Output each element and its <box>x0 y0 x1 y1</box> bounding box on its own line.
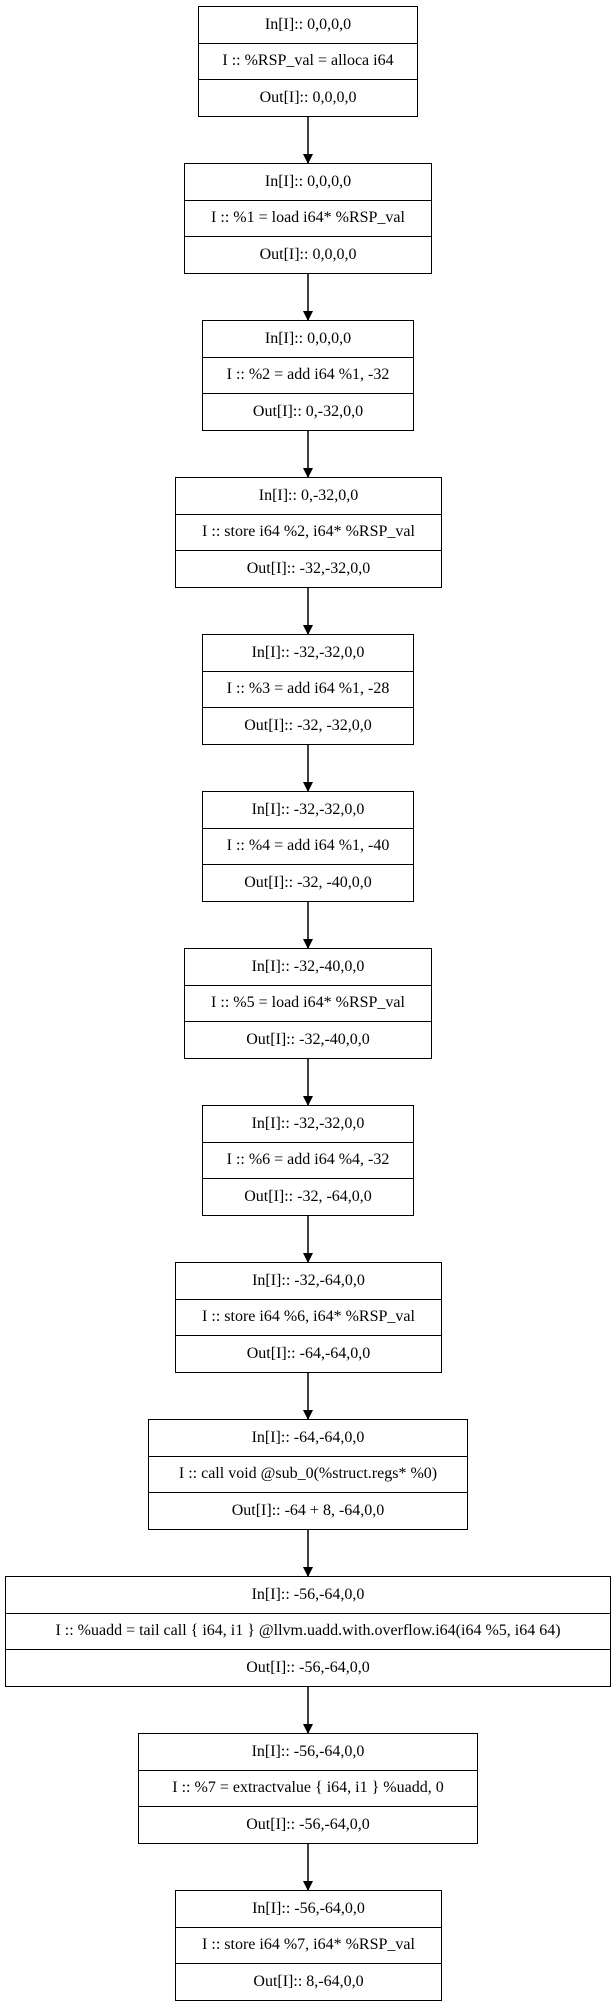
node-instruction: I :: store i64 %6, i64* %RSP_val <box>176 1298 441 1336</box>
node-12: In[I]:: -56,-64,0,0 I :: %7 = extractval… <box>138 1733 478 1844</box>
node-out-state: Out[I]:: 8,-64,0,0 <box>176 1963 441 2000</box>
node-8: In[I]:: -32,-32,0,0 I :: %6 = add i64 %4… <box>202 1105 414 1216</box>
node-instruction: I :: %uadd = tail call { i64, i1 } @llvm… <box>6 1612 610 1650</box>
node-in-state: In[I]:: -64,-64,0,0 <box>251 1428 365 1446</box>
node-11: In[I]:: -56,-64,0,0 I :: %uadd = tail ca… <box>5 1576 611 1687</box>
node-in-state: In[I]:: -32,-32,0,0 <box>251 1114 365 1132</box>
node-out-state: Out[I]:: -32, -64,0,0 <box>203 1178 413 1215</box>
node-in-state: In[I]:: 0,-32,0,0 <box>258 486 359 504</box>
node-1: In[I]:: 0,0,0,0 I :: %RSP_val = alloca i… <box>198 6 418 117</box>
node-in-state: In[I]:: -32,-40,0,0 <box>251 957 365 975</box>
node-instruction: I :: %2 = add i64 %1, -32 <box>203 356 413 394</box>
node-out-state: Out[I]:: 0,-32,0,0 <box>203 393 413 430</box>
node-in-state: In[I]:: -32,-32,0,0 <box>251 800 365 818</box>
node-instruction: I :: %6 = add i64 %4, -32 <box>203 1141 413 1179</box>
node-instruction: I :: %5 = load i64* %RSP_val <box>185 984 431 1022</box>
node-out-state: Out[I]:: -32, -32,0,0 <box>203 707 413 744</box>
node-9: In[I]:: -32,-64,0,0 I :: store i64 %6, i… <box>175 1262 442 1373</box>
node-in-state: In[I]:: -56,-64,0,0 <box>252 1899 365 1917</box>
node-in-state: In[I]:: 0,0,0,0 <box>264 15 352 33</box>
node-instruction: I :: %1 = load i64* %RSP_val <box>185 199 431 237</box>
node-2: In[I]:: 0,0,0,0 I :: %1 = load i64* %RSP… <box>184 163 432 274</box>
node-in-state: In[I]:: 0,0,0,0 <box>264 172 352 190</box>
node-instruction: I :: %3 = add i64 %1, -28 <box>203 670 413 708</box>
node-instruction: I :: call void @sub_0(%struct.regs* %0) <box>149 1455 467 1493</box>
node-7: In[I]:: -32,-40,0,0 I :: %5 = load i64* … <box>184 948 432 1059</box>
node-in-state: In[I]:: -32,-32,0,0 <box>251 643 365 661</box>
node-5: In[I]:: -32,-32,0,0 I :: %3 = add i64 %1… <box>202 634 414 745</box>
node-out-state: Out[I]:: -56,-64,0,0 <box>139 1806 477 1843</box>
node-out-state: Out[I]:: 0,0,0,0 <box>185 236 431 273</box>
node-in-state: In[I]:: -32,-64,0,0 <box>252 1271 365 1289</box>
node-out-state: Out[I]:: 0,0,0,0 <box>199 79 417 116</box>
node-4: In[I]:: 0,-32,0,0 I :: store i64 %2, i64… <box>175 477 442 588</box>
node-out-state: Out[I]:: -32,-40,0,0 <box>185 1021 431 1058</box>
node-in-state: In[I]:: -56,-64,0,0 <box>251 1585 365 1603</box>
node-instruction: I :: %7 = extractvalue { i64, i1 } %uadd… <box>139 1769 477 1807</box>
node-out-state: Out[I]:: -32, -40,0,0 <box>203 864 413 901</box>
node-instruction: I :: %RSP_val = alloca i64 <box>199 42 417 80</box>
node-out-state: Out[I]:: -64,-64,0,0 <box>176 1335 441 1372</box>
node-out-state: Out[I]:: -56,-64,0,0 <box>6 1649 610 1686</box>
node-instruction: I :: store i64 %7, i64* %RSP_val <box>176 1926 441 1964</box>
node-instruction: I :: %4 = add i64 %1, -40 <box>203 827 413 865</box>
node-instruction: I :: store i64 %2, i64* %RSP_val <box>176 513 441 551</box>
node-6: In[I]:: -32,-32,0,0 I :: %4 = add i64 %1… <box>202 791 414 902</box>
node-13: In[I]:: -56,-64,0,0 I :: store i64 %7, i… <box>175 1890 442 2001</box>
node-3: In[I]:: 0,0,0,0 I :: %2 = add i64 %1, -3… <box>202 320 414 431</box>
node-out-state: Out[I]:: -32,-32,0,0 <box>176 550 441 587</box>
node-out-state: Out[I]:: -64 + 8, -64,0,0 <box>149 1492 467 1529</box>
node-in-state: In[I]:: -56,-64,0,0 <box>251 1742 365 1760</box>
node-in-state: In[I]:: 0,0,0,0 <box>264 329 352 347</box>
node-10: In[I]:: -64,-64,0,0 I :: call void @sub_… <box>148 1419 468 1530</box>
